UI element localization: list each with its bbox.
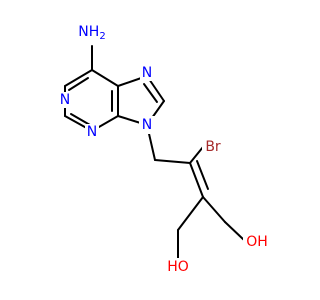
hydroxyl-left-label: HO [167, 259, 189, 275]
bond-cbr-c3-inner [196, 160, 209, 190]
bond-c6-n1-inner [68, 77, 89, 91]
bromo-label: Br [205, 139, 221, 155]
atom-br: Br [202, 139, 226, 157]
bond-c2-n3-inner [70, 113, 91, 126]
bond-cbr-c3 [189, 162, 204, 198]
atom-ho-left: HO [164, 258, 192, 276]
bond-ch2-cbr [154, 159, 191, 164]
bond-ch2-oh-right [224, 221, 245, 241]
bond-c6-n1 [64, 69, 93, 87]
atom-n7: N [140, 65, 154, 81]
amino-label: NH2 [78, 24, 105, 42]
atom-n3: N [85, 124, 99, 140]
bond-c3-ch2-left [177, 196, 204, 231]
atom-n9: N [139, 116, 155, 134]
molecule-structure: NH2 N N N N Br OH [58, 22, 271, 276]
amino-group: NH2 [78, 22, 108, 42]
atom-n1: N [58, 92, 72, 108]
amino-h-symbol: H [89, 24, 100, 40]
n1-label: N [60, 92, 70, 108]
amino-n-symbol: N [78, 24, 88, 40]
n3-label: N [87, 124, 97, 140]
atom-label-layer: NH2 N N N N Br OH [58, 22, 271, 276]
bond-c5-c6 [91, 69, 119, 87]
n7-label: N [142, 65, 152, 81]
bond-c3-ch2-right [202, 196, 226, 223]
bond-cbr-br [189, 146, 204, 164]
amino-subscript: 2 [99, 31, 105, 42]
hydroxyl-right-label: OH [246, 234, 268, 250]
n9-label: N [142, 117, 152, 133]
bond-n7-c8-inner [143, 83, 158, 103]
atom-oh-right: OH [243, 233, 271, 251]
